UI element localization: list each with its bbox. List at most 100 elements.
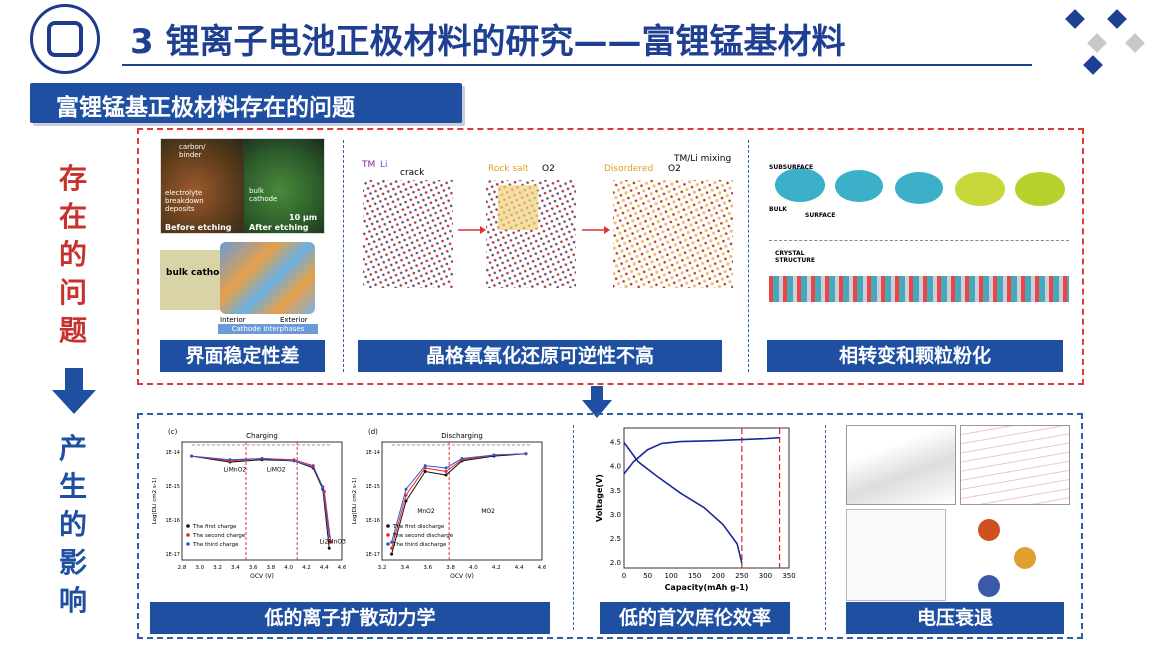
x-tick-label: 2.8 xyxy=(178,565,187,571)
y-tick-label: 1E-17 xyxy=(165,552,180,558)
x-tick-label: 4.0 xyxy=(469,565,478,571)
annotation: MO2 xyxy=(481,508,495,515)
y-tick-label: 4.5 xyxy=(610,438,621,446)
x-tick-label: 3.0 xyxy=(195,565,204,571)
x-tick-label: 3.4 xyxy=(231,565,240,571)
annotation: MnO2 xyxy=(417,508,435,515)
data-point xyxy=(404,487,408,491)
x-axis-label: OCV (V) xyxy=(250,573,274,580)
legend-entry: The first discharge xyxy=(392,524,445,530)
x-tick-label: 4.2 xyxy=(492,565,501,571)
x-tick-label: 4.6 xyxy=(338,565,347,571)
problems-vertical-label: 存 在 的 问 题 xyxy=(53,160,93,350)
caption-lattice-oxygen: 晶格氧氧化还原可逆性不高 xyxy=(358,340,722,372)
series-line xyxy=(623,436,780,475)
phase-transition-figure: SUBSURFACE BULK SURFACE CRYSTAL STRUCTUR… xyxy=(765,150,1070,335)
annotation: Li2MnO3 xyxy=(320,538,347,545)
voltage-fade-figure xyxy=(846,425,1071,603)
y-tick-label: 2.5 xyxy=(610,535,621,543)
x-axis-label: Capacity(mAh g-1) xyxy=(665,583,749,592)
y-axis-label: Log(DLi cm2 s-1) xyxy=(352,478,358,525)
data-point xyxy=(228,458,232,462)
legend-entry: The second charge xyxy=(192,533,246,539)
y-axis-label: Voltage(V) xyxy=(595,474,604,522)
x-tick-label: 3.8 xyxy=(446,565,455,571)
data-point xyxy=(460,457,464,461)
data-point xyxy=(423,470,427,473)
lattice-oxygen-schematic: TM Li crack Rock salt O2 Disordered O2 T… xyxy=(358,140,738,290)
data-point xyxy=(390,552,394,556)
x-tick-label: 300 xyxy=(759,572,772,580)
decor-diamond-1 xyxy=(1065,9,1085,29)
y-tick-label: 1E-17 xyxy=(365,552,380,558)
x-tick-label: 4.4 xyxy=(515,565,524,571)
divider xyxy=(748,140,749,372)
caption-interface-stability: 界面稳定性差 xyxy=(160,340,325,372)
legend-entry: The third discharge xyxy=(392,542,447,548)
y-tick-label: 3.5 xyxy=(610,487,621,495)
etching-micrograph: carbon/ binder electrolyte breakdown dep… xyxy=(160,138,325,234)
x-tick-label: 4.0 xyxy=(284,565,293,571)
data-point xyxy=(444,466,448,470)
section-subtitle: 富锂锰基正极材料存在的问题 xyxy=(30,83,462,123)
x-tick-label: 3.6 xyxy=(423,565,432,571)
divider xyxy=(573,425,574,630)
data-point xyxy=(492,453,496,457)
legend-entry: The second discharge xyxy=(392,533,454,539)
decor-diamond-4 xyxy=(1125,33,1145,53)
x-tick-label: 4.6 xyxy=(538,565,547,571)
plot-frame xyxy=(181,441,343,561)
x-tick-label: 0 xyxy=(622,572,626,580)
data-point xyxy=(292,459,296,463)
problems-panel xyxy=(137,128,1084,385)
problems-char: 在 xyxy=(58,200,87,233)
data-point xyxy=(390,546,394,550)
data-point xyxy=(390,540,394,544)
panel-label: (d) xyxy=(368,428,378,436)
legend-marker xyxy=(386,533,390,537)
data-point xyxy=(444,473,448,477)
data-point xyxy=(327,534,331,538)
x-tick-label: 100 xyxy=(664,572,677,580)
impact-char: 响 xyxy=(58,584,87,617)
x-tick-label: 350 xyxy=(782,572,795,580)
lattice-svg xyxy=(363,180,733,288)
data-point xyxy=(329,540,333,544)
plot-frame xyxy=(381,441,543,561)
legend-marker xyxy=(186,533,190,537)
data-point xyxy=(524,452,528,456)
legend-marker xyxy=(386,524,390,528)
data-point xyxy=(444,470,448,473)
problems-char: 的 xyxy=(58,238,87,271)
problems-char: 存 xyxy=(58,162,87,195)
data-point xyxy=(423,464,427,468)
y-tick-label: 1E-15 xyxy=(165,484,180,490)
legend-marker xyxy=(186,542,190,546)
chart-header: Discharging xyxy=(441,432,483,440)
data-point xyxy=(260,457,264,461)
x-tick-label: 3.2 xyxy=(378,565,387,571)
impact-vertical-label: 产 生 的 影 响 xyxy=(53,430,93,620)
legend-entry: The first charge xyxy=(192,524,237,530)
legend-entry: The third charge xyxy=(192,542,239,548)
caption-phase-transition: 相转变和颗粒粉化 xyxy=(767,340,1063,372)
y-tick-label: 1E-14 xyxy=(165,450,180,456)
x-tick-label: 4.2 xyxy=(302,565,311,571)
y-tick-label: 1E-15 xyxy=(365,484,380,490)
y-tick-label: 4.0 xyxy=(610,463,621,471)
chart-header: Charging xyxy=(246,432,278,440)
caption-diffusion-kinetics: 低的离子扩散动力学 xyxy=(150,602,550,634)
x-tick-label: 150 xyxy=(688,572,701,580)
panel-label: (c) xyxy=(168,428,178,436)
legend-marker xyxy=(186,524,190,528)
y-tick-label: 2.0 xyxy=(610,559,621,567)
plot-frame xyxy=(623,427,790,569)
x-tick-label: 3.2 xyxy=(213,565,222,571)
decor-diamond-5 xyxy=(1083,55,1103,75)
down-arrow-icon xyxy=(52,368,96,414)
impact-char: 产 xyxy=(58,432,87,465)
title-underline xyxy=(122,64,1032,66)
